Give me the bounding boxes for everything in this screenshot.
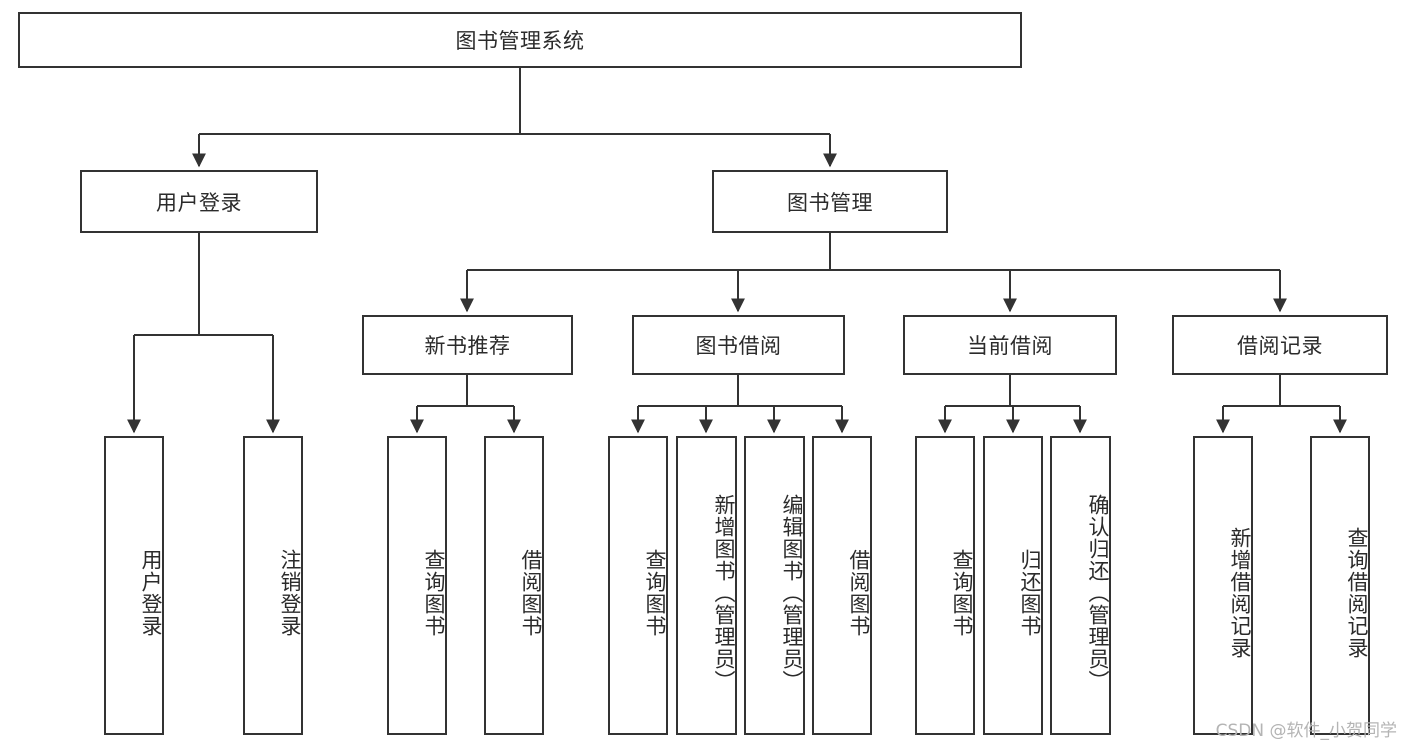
node-current-borrow-label: 当前借阅 <box>967 334 1053 358</box>
node-leaf-query-book-borrow[interactable]: 查询图书 <box>608 436 668 735</box>
node-leaf-return-book[interactable]: 归还图书 <box>983 436 1043 735</box>
node-leaf-query-book-borrow-label: 查询图书 <box>643 548 667 637</box>
node-leaf-add-book-label: 新增图书（管理员） <box>712 493 736 692</box>
node-leaf-edit-book[interactable]: 编辑图书（管理员） <box>744 436 805 735</box>
node-leaf-query-book-current[interactable]: 查询图书 <box>915 436 975 735</box>
node-user-login-label: 用户登录 <box>156 190 242 215</box>
node-new-book-recommend-label: 新书推荐 <box>424 334 511 358</box>
node-book-manage[interactable]: 图书管理 <box>712 170 948 233</box>
node-leaf-user-login[interactable]: 用户登录 <box>104 436 164 735</box>
node-leaf-query-borrow-record-label: 查询借阅记录 <box>1345 526 1369 659</box>
node-leaf-add-borrow-record-label: 新增借阅记录 <box>1228 526 1252 659</box>
node-leaf-logout-label: 注销登录 <box>278 548 302 637</box>
node-leaf-logout[interactable]: 注销登录 <box>243 436 303 735</box>
node-leaf-query-book-current-label: 查询图书 <box>950 548 974 637</box>
node-borrow-record[interactable]: 借阅记录 <box>1172 315 1388 375</box>
node-leaf-borrow-book-label: 借阅图书 <box>847 548 871 637</box>
node-book-borrow[interactable]: 图书借阅 <box>632 315 845 375</box>
node-book-borrow-label: 图书借阅 <box>695 334 782 358</box>
node-leaf-query-borrow-record[interactable]: 查询借阅记录 <box>1310 436 1370 735</box>
node-leaf-confirm-return[interactable]: 确认归还（管理员） <box>1050 436 1111 735</box>
node-leaf-user-login-label: 用户登录 <box>139 548 163 637</box>
node-borrow-record-label: 借阅记录 <box>1237 334 1323 358</box>
node-leaf-confirm-return-label: 确认归还（管理员） <box>1086 493 1110 692</box>
node-leaf-add-borrow-record[interactable]: 新增借阅记录 <box>1193 436 1253 735</box>
node-leaf-return-book-label: 归还图书 <box>1018 548 1042 637</box>
node-book-manage-label: 图书管理 <box>787 190 873 215</box>
node-leaf-query-book-recommend[interactable]: 查询图书 <box>387 436 447 735</box>
node-new-book-recommend[interactable]: 新书推荐 <box>362 315 573 375</box>
node-leaf-add-book[interactable]: 新增图书（管理员） <box>676 436 737 735</box>
node-current-borrow[interactable]: 当前借阅 <box>903 315 1117 375</box>
node-leaf-borrow-book-recommend[interactable]: 借阅图书 <box>484 436 544 735</box>
node-leaf-query-book-recommend-label: 查询图书 <box>422 548 446 637</box>
node-root-label: 图书管理系统 <box>455 29 585 53</box>
node-root[interactable]: 图书管理系统 <box>18 12 1022 68</box>
node-leaf-borrow-book[interactable]: 借阅图书 <box>812 436 872 735</box>
node-leaf-edit-book-label: 编辑图书（管理员） <box>780 493 804 692</box>
node-leaf-borrow-book-recommend-label: 借阅图书 <box>519 548 543 637</box>
node-user-login[interactable]: 用户登录 <box>80 170 318 233</box>
